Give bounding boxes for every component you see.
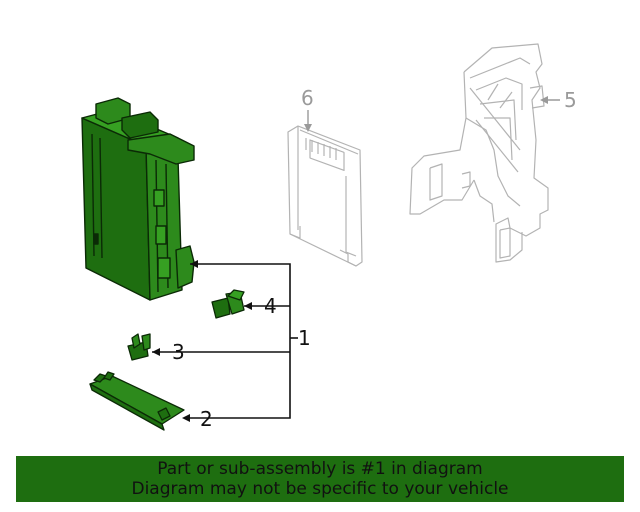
- cover-plate-part: [89, 371, 185, 431]
- control-module-part: [81, 97, 195, 301]
- callout-6: 6: [301, 86, 314, 110]
- banner-line-1: Part or sub-assembly is #1 in diagram: [157, 459, 483, 479]
- callout-3: 3: [172, 340, 185, 364]
- callout-2: 2: [200, 407, 213, 431]
- gray-bracket-part: [409, 43, 549, 263]
- callout-4: 4: [264, 294, 277, 318]
- gray-module-part: [287, 125, 363, 267]
- callout-1: 1: [298, 326, 311, 350]
- connector-clip-part: [211, 289, 245, 319]
- small-bracket-part: [127, 333, 151, 361]
- leader-arrowheads: [152, 260, 252, 422]
- info-banner: Part or sub-assembly is #1 in diagram Di…: [16, 456, 624, 502]
- banner-line-2: Diagram may not be specific to your vehi…: [131, 479, 509, 499]
- gray-leader-arrowheads: [304, 96, 548, 132]
- callout-5: 5: [564, 88, 577, 112]
